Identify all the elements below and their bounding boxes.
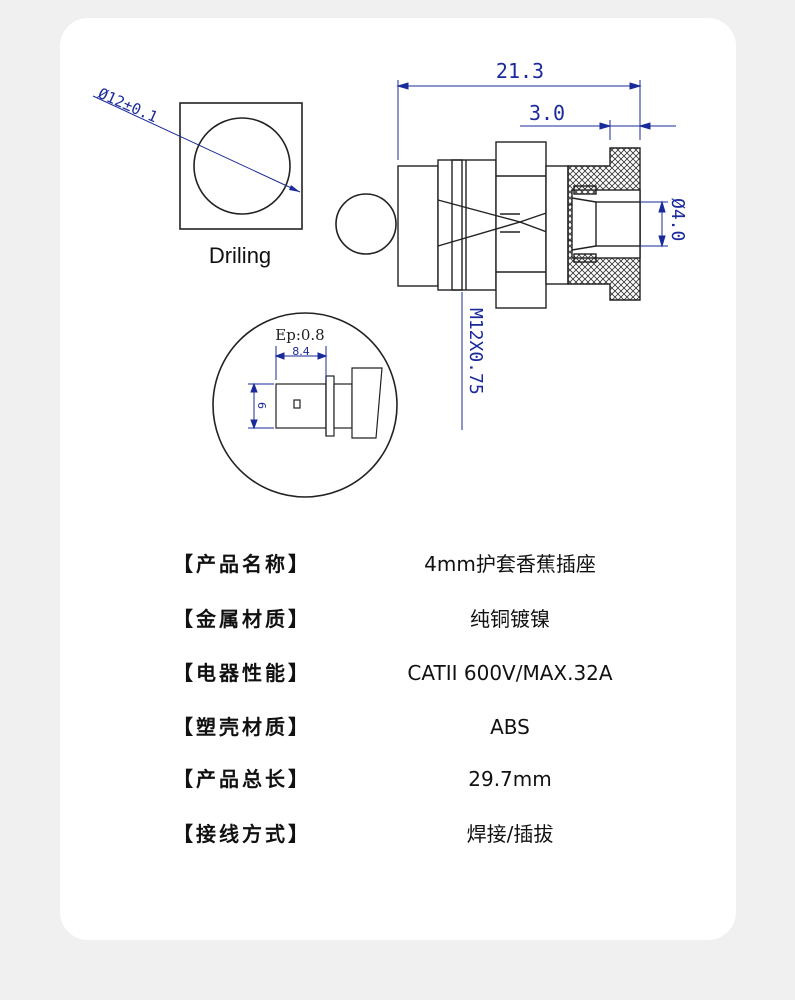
spec-label: 【产品总长】: [173, 767, 311, 791]
hole-dimension-text: Ø12±0.1: [95, 84, 160, 126]
total-length-dimension: 21.3: [496, 59, 544, 83]
ball-icon: [335, 193, 397, 255]
detail-width-text: 8.4: [292, 345, 310, 358]
socket-dimensions: [396, 80, 676, 430]
spec-label: 【产品名称】: [173, 552, 311, 576]
spec-row-shell: 【塑壳材质】 ABS: [60, 707, 736, 747]
spec-label: 【金属材质】: [173, 607, 311, 631]
detail-height-text: 6: [255, 402, 268, 409]
hole-dimension-leader: [92, 95, 301, 193]
diameter-dimension: Ø4.0: [667, 198, 688, 241]
drilling-circle: [193, 117, 291, 215]
technical-drawing: Ø12±0.1 Driling: [92, 59, 688, 498]
spec-row-wiring: 【接线方式】 焊接/插拔: [60, 814, 736, 854]
spec-label: 【塑壳材质】: [173, 715, 311, 739]
spec-value: CATII 600V/MAX.32A: [407, 661, 613, 685]
drilling-diagram: Ø12±0.1 Driling: [92, 84, 303, 268]
spec-value: 29.7mm: [468, 767, 552, 791]
spec-value: 纯铜镀镍: [470, 607, 550, 631]
spec-value: ABS: [490, 715, 530, 739]
thread-dimension: M12X0.75: [465, 308, 486, 395]
spec-row-length: 【产品总长】 29.7mm: [60, 759, 736, 799]
flange-dimension: 3.0: [529, 101, 565, 125]
spec-label: 【接线方式】: [173, 822, 311, 846]
drilling-square: [179, 102, 303, 230]
socket-side-view: [397, 141, 641, 309]
drilling-caption: Driling: [209, 243, 271, 268]
spec-value: 4mm护套香蕉插座: [424, 552, 596, 576]
spec-label: 【电器性能】: [173, 661, 311, 685]
spec-row-electrical: 【电器性能】 CATII 600V/MAX.32A: [60, 653, 736, 693]
detail-ep-text: Ep:0.8: [275, 326, 324, 344]
spec-row-metal: 【金属材质】 纯铜镀镍: [60, 599, 736, 639]
spec-value: 焊接/插拔: [466, 822, 554, 846]
spec-row-name: 【产品名称】 4mm护套香蕉插座: [60, 544, 736, 584]
detail-view: Ep:0.8 8.4 6: [212, 312, 398, 498]
